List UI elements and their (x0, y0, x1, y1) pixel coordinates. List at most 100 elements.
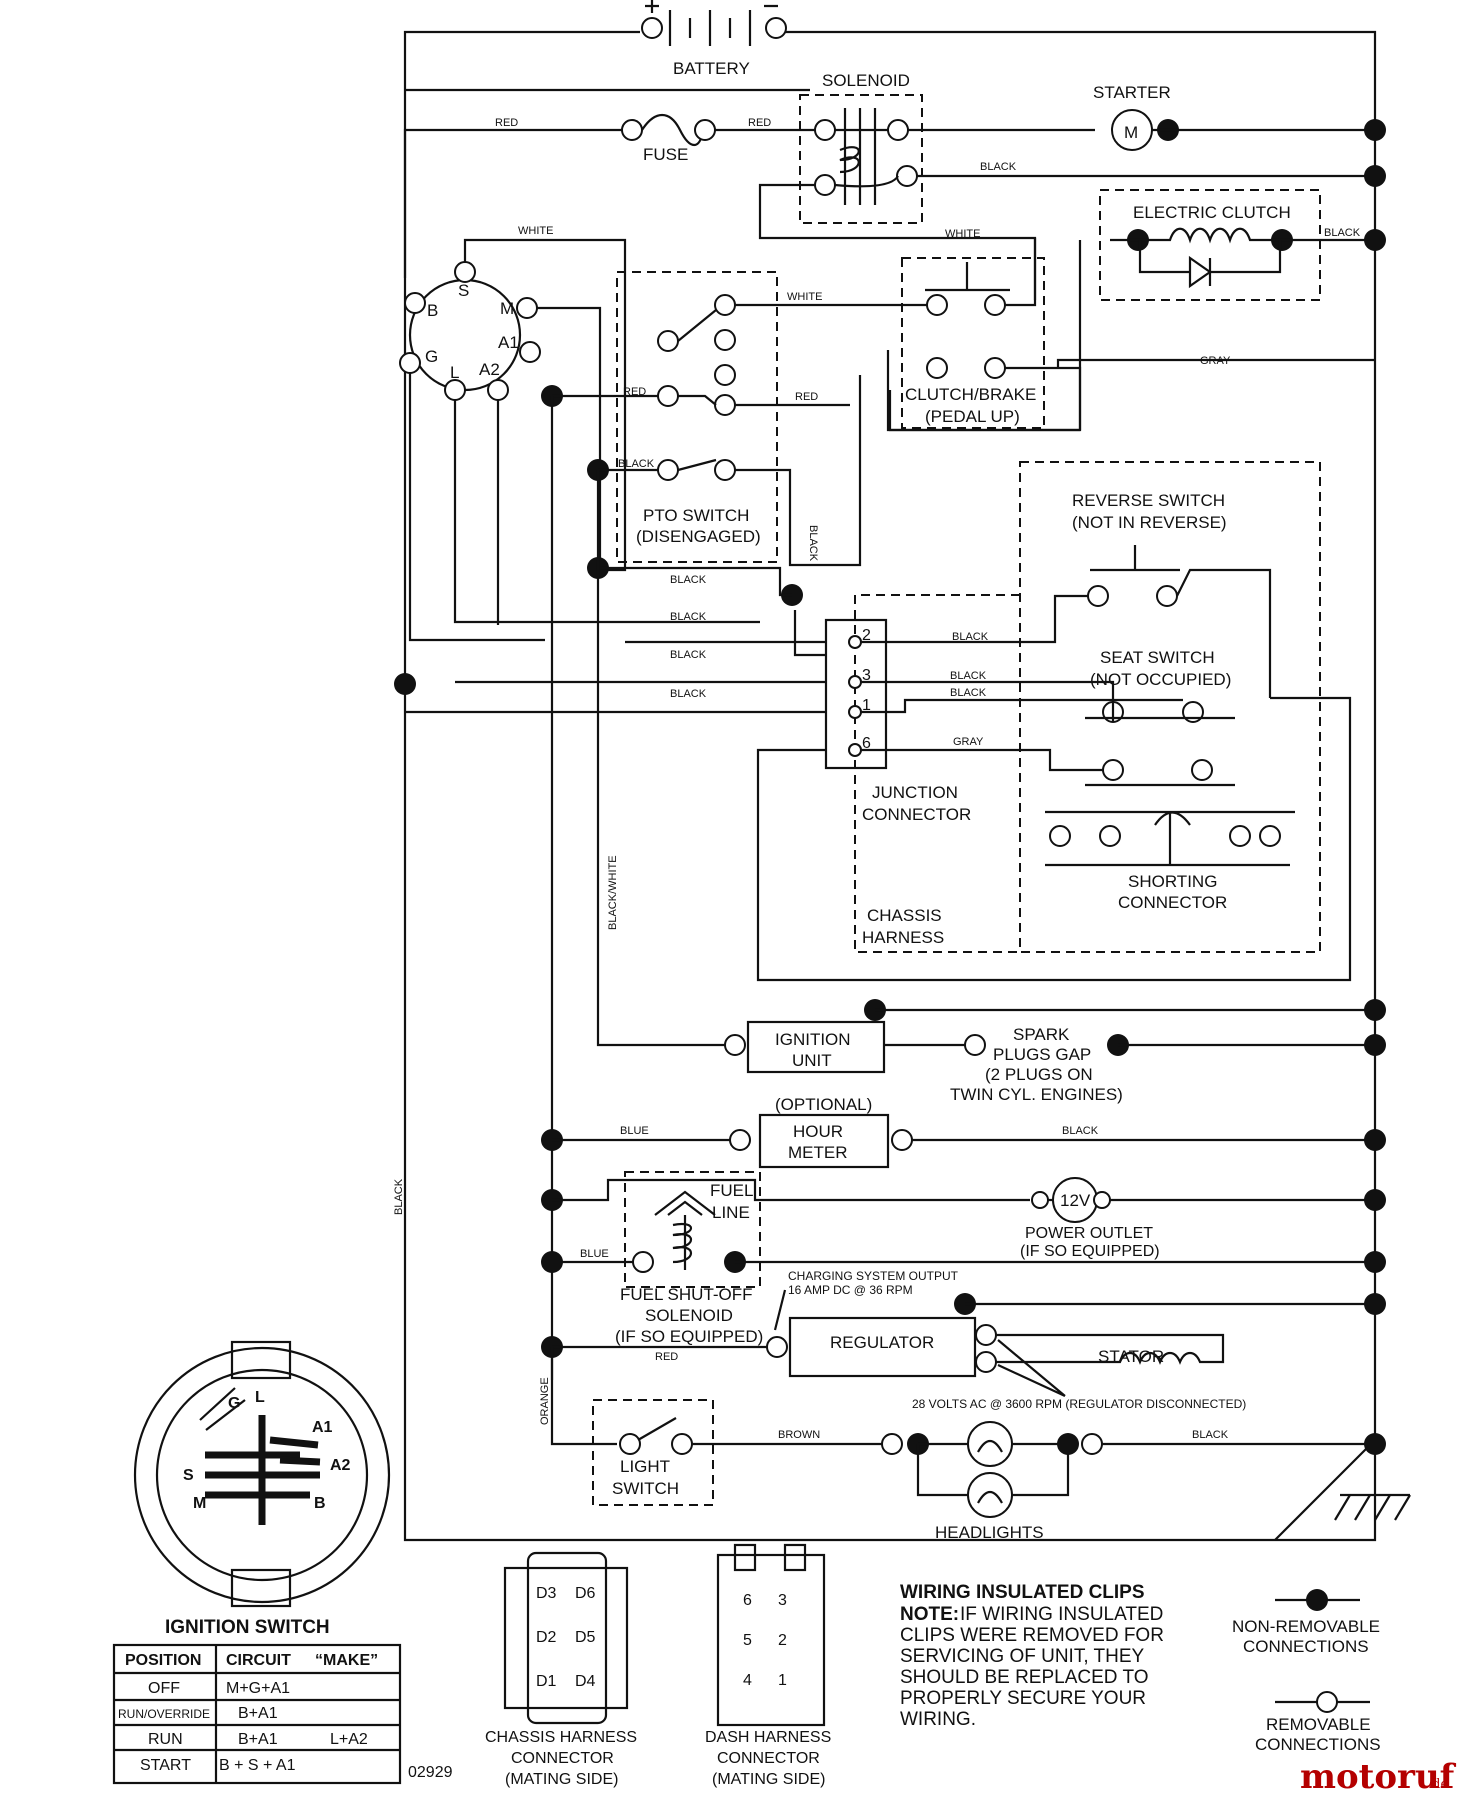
svg-text:BLACK: BLACK (670, 649, 707, 661)
svg-text:motoruf: motoruf (1300, 1757, 1457, 1797)
svg-text:HEADLIGHTS: HEADLIGHTS (935, 1523, 1044, 1542)
svg-text:NOTE:: NOTE: (900, 1604, 959, 1625)
solenoid-label: SOLENOID (822, 71, 910, 90)
svg-text:28 VOLTS AC @ 3600 RPM (REGULA: 28 VOLTS AC @ 3600 RPM (REGULATOR DISCON… (912, 1397, 1246, 1411)
svg-text:ORANGE: ORANGE (539, 1377, 551, 1425)
ground-bus-dots (1364, 119, 1386, 251)
svg-text:CHASSIS: CHASSIS (867, 906, 942, 925)
svg-text:“MAKE”: “MAKE” (315, 1652, 378, 1669)
svg-text:2: 2 (778, 1632, 787, 1649)
svg-text:5: 5 (743, 1632, 752, 1649)
svg-text:(IF SO EQUIPPED): (IF SO EQUIPPED) (1020, 1243, 1160, 1260)
svg-text:D5: D5 (575, 1629, 596, 1646)
svg-text:G: G (425, 347, 438, 366)
ignition-switch-title: IGNITION SWITCH (165, 1617, 330, 1638)
svg-text:IGNITION: IGNITION (775, 1030, 851, 1049)
svg-text:GRAY: GRAY (1200, 355, 1231, 367)
svg-text:REGULATOR: REGULATOR (830, 1333, 934, 1352)
svg-text:6: 6 (743, 1592, 752, 1609)
svg-text:LINE: LINE (712, 1203, 750, 1222)
svg-text:G: G (228, 1395, 240, 1412)
svg-text:(NOT IN REVERSE): (NOT IN REVERSE) (1072, 513, 1227, 532)
svg-text:BLACK: BLACK (980, 161, 1017, 173)
svg-text:CLIPS WERE REMOVED FOR: CLIPS WERE REMOVED FOR (900, 1625, 1164, 1646)
svg-text:SHOULD BE REPLACED TO: SHOULD BE REPLACED TO (900, 1667, 1148, 1688)
svg-text:RED: RED (748, 117, 771, 129)
svg-text:NON-REMOVABLE: NON-REMOVABLE (1232, 1617, 1380, 1636)
svg-text:SWITCH: SWITCH (612, 1479, 679, 1498)
svg-text:WHITE: WHITE (787, 291, 822, 303)
starter-label: STARTER (1093, 83, 1171, 102)
svg-text:B: B (427, 301, 438, 320)
svg-text:RED: RED (795, 391, 818, 403)
svg-text:TWIN CYL. ENGINES): TWIN CYL. ENGINES) (950, 1085, 1123, 1104)
svg-text:16 AMP DC @ 36 RPM: 16 AMP DC @ 36 RPM (788, 1283, 913, 1297)
svg-text:CONNECTOR: CONNECTOR (511, 1750, 614, 1767)
svg-text:L: L (450, 363, 459, 382)
svg-text:POWER OUTLET: POWER OUTLET (1025, 1225, 1153, 1242)
svg-text:(MATING SIDE): (MATING SIDE) (505, 1771, 618, 1788)
svg-text:PTO SWITCH: PTO SWITCH (643, 506, 749, 525)
svg-text:STATOR: STATOR (1098, 1347, 1164, 1366)
svg-text:D1: D1 (536, 1673, 557, 1690)
svg-text:REVERSE SWITCH: REVERSE SWITCH (1072, 491, 1225, 510)
svg-text:2: 2 (862, 627, 871, 644)
svg-text:BLACK: BLACK (1324, 227, 1361, 239)
svg-text:HOUR: HOUR (793, 1122, 843, 1141)
svg-text:POSITION: POSITION (125, 1652, 201, 1669)
electric-clutch-label: ELECTRIC CLUTCH (1133, 203, 1291, 222)
svg-text:BLACK: BLACK (393, 1178, 405, 1215)
svg-text:(IF SO EQUIPPED): (IF SO EQUIPPED) (615, 1327, 763, 1346)
svg-text:CHARGING SYSTEM OUTPUT: CHARGING SYSTEM OUTPUT (788, 1269, 959, 1283)
svg-text:BLACK/WHITE: BLACK/WHITE (607, 855, 619, 930)
svg-text:(2 PLUGS ON: (2 PLUGS ON (985, 1065, 1093, 1084)
svg-text:B: B (314, 1495, 326, 1512)
svg-text:3: 3 (862, 667, 871, 684)
svg-text:SHORTING: SHORTING (1128, 872, 1217, 891)
ignition-switch-face: G L A1 S A2 M B IGNITION SWITCH (133, 1340, 391, 1638)
svg-text:BLACK: BLACK (1062, 1125, 1099, 1137)
svg-text:BLACK: BLACK (670, 574, 707, 586)
dash-harness-connector: 6 3 5 2 4 1 DASH HARNESS CONNECTOR (MATI… (705, 1543, 831, 1788)
pto-switch: WHITE RED RED BLACK BLACK PTO SWITCH (DI… (541, 271, 930, 606)
svg-text:BLUE: BLUE (580, 1248, 609, 1260)
svg-text:FUEL: FUEL (710, 1181, 753, 1200)
removable-connection-icon (1316, 1691, 1338, 1713)
connection-legend: NON-REMOVABLE CONNECTIONS REMOVABLE CONN… (1232, 1589, 1381, 1754)
svg-text:CLUTCH/BRAKE: CLUTCH/BRAKE (905, 385, 1036, 404)
svg-text:BROWN: BROWN (778, 1429, 820, 1441)
svg-text:L+A2: L+A2 (330, 1731, 368, 1748)
ignition-table: POSITION CIRCUIT “MAKE” OFF M+G+A1 RUN/O… (112, 1643, 402, 1785)
svg-text:SOLENOID: SOLENOID (645, 1306, 733, 1325)
svg-text:WHITE: WHITE (945, 228, 980, 240)
svg-text:M: M (193, 1495, 206, 1512)
svg-text:SEAT SWITCH: SEAT SWITCH (1100, 648, 1215, 667)
svg-text:(OPTIONAL): (OPTIONAL) (775, 1095, 872, 1114)
svg-text:D2: D2 (536, 1629, 557, 1646)
svg-text:M: M (500, 299, 514, 318)
upper-power-section: RED RED FUSE SOLENOID BLACK WHITE STARTE… (403, 71, 1375, 300)
vertical-buses: BLACK/WHITE BLACK ORANGE (393, 396, 740, 1425)
svg-text:S: S (458, 281, 469, 300)
svg-text:B+A1: B+A1 (238, 1731, 278, 1748)
svg-text:A1: A1 (498, 333, 519, 352)
svg-text:CONNECTIONS: CONNECTIONS (1243, 1637, 1369, 1656)
svg-text:BLACK: BLACK (950, 687, 987, 699)
svg-text:CONNECTOR: CONNECTOR (1118, 893, 1227, 912)
svg-text:BLUE: BLUE (620, 1125, 649, 1137)
svg-text:(NOT OCCUPIED): (NOT OCCUPIED) (1090, 670, 1231, 689)
svg-text:12V: 12V (1060, 1191, 1091, 1210)
non-removable-connection-icon (1306, 1589, 1328, 1611)
electric-clutch: ELECTRIC CLUTCH BLACK (888, 189, 1375, 432)
svg-text:L: L (255, 1389, 265, 1406)
svg-text:PROPERLY SECURE YOUR: PROPERLY SECURE YOUR (900, 1688, 1146, 1709)
svg-text:(PEDAL UP): (PEDAL UP) (925, 407, 1020, 426)
svg-text:SERVICING OF UNIT, THEY: SERVICING OF UNIT, THEY (900, 1646, 1145, 1667)
svg-text:LIGHT: LIGHT (620, 1457, 670, 1476)
svg-text:.de: .de (1428, 1777, 1448, 1792)
hour-meter: BLUE (OPTIONAL) HOUR METER BLACK (541, 1095, 1386, 1169)
svg-text:GRAY: GRAY (953, 736, 984, 748)
svg-text:B+A1: B+A1 (238, 1705, 278, 1722)
svg-text:M: M (1124, 123, 1138, 142)
